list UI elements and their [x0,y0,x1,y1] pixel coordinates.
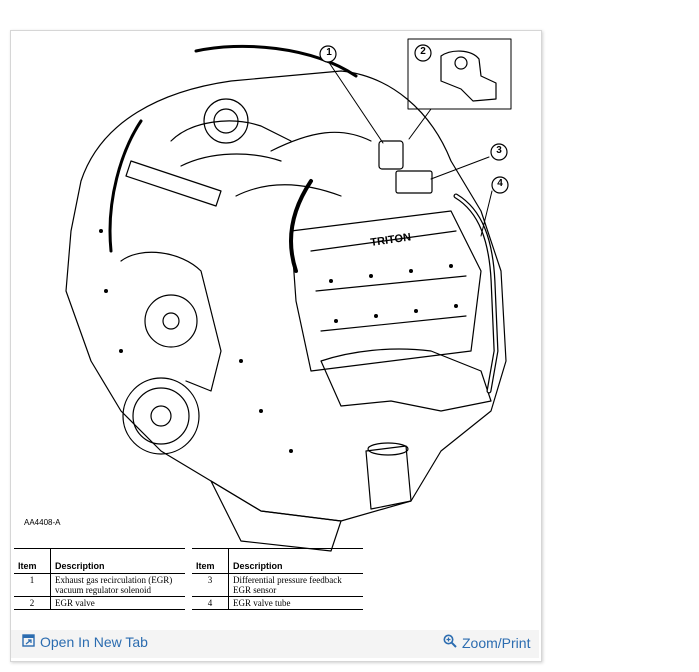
legend-item-description: EGR valve tube [228,596,363,610]
legend-row: 2 EGR valve [14,596,185,610]
crank-pulley [122,377,200,455]
legend-table-left: Item Description 1 Exhaust gas recircula… [14,548,185,610]
external-window-icon [22,634,35,650]
egr-valve-inset [407,38,512,110]
legend-item-number: 1 [14,573,51,597]
callout-label-4: 4 [497,178,503,189]
callout-label-3: 3 [496,145,502,156]
zoom-print-label: Zoom/Print [462,634,531,651]
leader-line [480,190,493,237]
figure-code: AA4408-A [24,518,61,527]
zoom-print-button[interactable]: Zoom/Print [443,634,530,651]
intake-runner [270,131,372,152]
valve-cover [290,210,482,372]
callout-1 [319,45,337,63]
legend-header-item: Item [192,548,229,574]
legend-header-description: Description [228,548,363,574]
open-in-new-tab-label: Open In New Tab [40,634,148,650]
legend-header-description: Description [50,548,185,574]
leader-line [408,108,432,140]
legend-item-number: 2 [14,596,51,610]
image-toolbar [11,630,539,658]
magnifier-icon [443,634,457,651]
callout-3 [490,143,508,161]
leader-line [430,156,490,180]
callout-2 [414,44,432,62]
engine-diagram: TRITON [65,38,512,552]
egr-solenoid [378,140,404,170]
callout-4 [491,176,509,194]
egr-valve-tube [453,193,499,394]
water-pump-pulley [144,294,198,348]
legend-row: 4 EGR valve tube [192,596,363,610]
throttle-body [203,98,249,144]
legend-item-description: EGR valve [50,596,185,610]
callout-label-1: 1 [326,47,332,58]
callout-label-2: 2 [420,46,426,57]
dpfe-sensor [395,170,433,194]
svg-text:TRITON: TRITON [370,231,412,249]
legend-item-number: 3 [192,573,229,597]
legend-row: 1 Exhaust gas recirculation (EGR) vacuum… [14,573,185,597]
intake-runner [170,120,292,142]
exhaust-manifold [320,348,492,412]
egr-valve-drawing [440,50,497,102]
intake-runner [180,153,282,167]
legend-item-number: 4 [192,596,229,610]
legend-row: 3 Differential pressure feedback EGR sen… [192,573,363,597]
legend-item-description: Exhaust gas recirculation (EGR) vacuum r… [50,573,185,597]
fuel-rail [125,160,222,207]
legend-table-right: Item Description 3 Differential pressure… [192,548,363,610]
open-in-new-tab-button[interactable]: Open In New Tab [22,634,148,650]
leader-line [327,60,384,144]
legend-header-item: Item [14,548,51,574]
callout-markers [319,44,509,194]
oil-filter [365,445,412,510]
legend-item-description: Differential pressure feedback EGR senso… [228,573,363,597]
intake-runner [235,184,342,197]
